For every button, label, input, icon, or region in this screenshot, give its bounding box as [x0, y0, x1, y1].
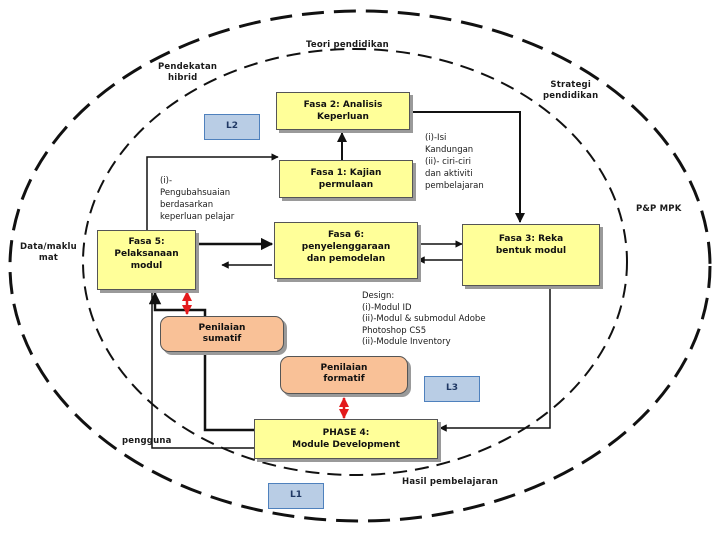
note-design: Design: (i)-Modul ID (ii)-Modul & submod…	[362, 291, 486, 347]
tag-l2: L2	[204, 114, 260, 140]
label-teori-pendidikan: Teori pendidikan	[306, 40, 389, 50]
arrow-fasa5-fasa1	[146, 153, 279, 230]
label-strategi-pendidikan: Strategi pendidikan	[543, 80, 599, 101]
note-pengubahsuaian: (i)- Pengubahsuaian berdasarkan keperlua…	[160, 176, 235, 222]
arrow-fasa2-fasa3	[410, 111, 525, 223]
label-pendekatan-hibrid: Pendekatan hibrid	[158, 62, 218, 83]
label-pp-mpk: P&P MPK	[636, 204, 682, 214]
note-isi-kandungan: (i)-Isi Kandungan (ii)- ciri-ciri dan ak…	[425, 133, 484, 191]
label-pengguna: pengguna	[122, 436, 172, 446]
tag-l1: L1	[268, 483, 324, 509]
outer-ellipse	[8, 9, 712, 523]
arrow-phase4-fasa5-thin	[151, 293, 254, 449]
inner-ellipse	[82, 48, 628, 476]
label-data-maklumat: Data/maklu mat	[20, 242, 77, 263]
arrow-phase4-fasa5	[148, 291, 254, 432]
arrow-fasa3-phase4	[439, 287, 551, 432]
tag-l3: L3	[424, 376, 480, 402]
label-hasil-pembelajaran: Hasil pembelajaran	[402, 477, 499, 487]
box-phase-4: PHASE 4:Module Development	[254, 419, 438, 459]
